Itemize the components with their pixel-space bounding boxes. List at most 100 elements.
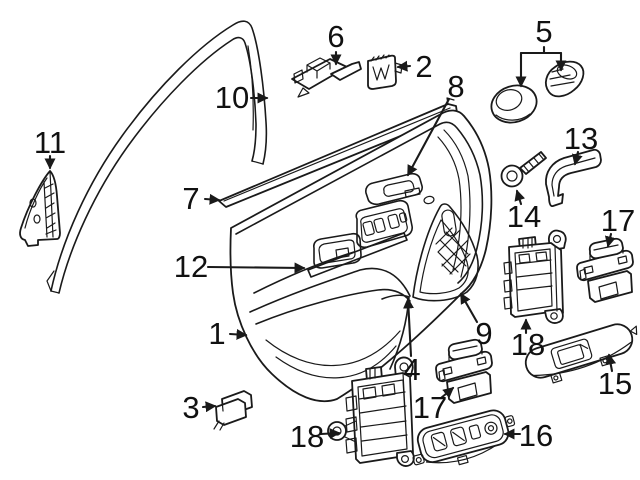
callout-12: 12 (174, 249, 306, 284)
callout-7-label: 7 (182, 181, 199, 216)
master-switch-ear-left (412, 453, 425, 466)
callout-6: 6 (327, 19, 345, 66)
module-bottom-ear-bottom (396, 450, 415, 467)
module-bottom-ear-top-hole (399, 362, 409, 372)
callout-8-label: 8 (447, 69, 464, 104)
module-right-ear-bottom (544, 308, 564, 324)
callout-18-bottom-arrow (319, 428, 341, 440)
clip-13-inner (551, 157, 596, 197)
clip-2-details (370, 54, 403, 81)
callout-10-label: 10 (215, 80, 249, 115)
callout-10: 10 (215, 80, 269, 115)
pull-cup-outline (313, 232, 362, 269)
callout-11-label: 11 (34, 125, 66, 160)
callout-13: 13 (564, 121, 598, 166)
door-handle-details (383, 180, 421, 198)
master-switch-button-1 (430, 431, 448, 452)
callout-1-arrow (228, 328, 248, 340)
window-switch-plate (355, 199, 413, 249)
callout-8: 8 (406, 69, 465, 177)
master-switch-tab-right-hole (506, 418, 513, 424)
callout-17-right-label: 17 (601, 203, 635, 238)
module-right-ear-bottom-hole (550, 312, 558, 320)
speaker-sail-inner (419, 219, 469, 295)
callout-7: 7 (182, 181, 221, 216)
callout-2-arrow (396, 60, 412, 72)
door-pillar-curves (437, 129, 471, 278)
callout-17-right-arrow (604, 232, 616, 248)
master-switch-knob (484, 421, 498, 435)
clip-13-drawing (545, 148, 602, 208)
master-switch-ear-left-hole (415, 457, 422, 464)
callout-9: 9 (459, 292, 493, 351)
clip-3-drawing (213, 390, 253, 431)
module-bottom-details (344, 367, 408, 457)
callout-15-label: 15 (598, 366, 632, 401)
callout-2: 2 (396, 49, 433, 84)
module-bottom-bushing (327, 421, 347, 441)
triangle-trim-hole-2 (33, 214, 41, 224)
callout-14: 14 (507, 189, 541, 234)
clip-6-drawing (291, 57, 362, 98)
grommet-lip (495, 113, 531, 121)
door-handle-bezel (365, 172, 423, 206)
bezel-opening-inner (557, 344, 585, 365)
callout-11: 11 (34, 125, 66, 170)
callout-13-arrow (571, 150, 583, 166)
callout-5-bracket (519, 45, 563, 55)
clip-3-details (213, 398, 225, 431)
callout-18-bottom: 18 (290, 419, 341, 454)
triangle-trim-outline (19, 170, 61, 247)
frame-end-details (46, 45, 264, 294)
module-right-details (503, 237, 558, 312)
callout-13-label: 13 (564, 121, 598, 156)
window-switch-plate-inner (360, 208, 408, 243)
screw-head (500, 164, 524, 188)
callout-5-label: 5 (535, 14, 552, 49)
master-switch-tab-right (504, 415, 516, 428)
clip-3-front (215, 398, 247, 426)
clip-13-outline (545, 148, 602, 208)
callout-6-label: 6 (327, 19, 344, 54)
callout-15-arrow (605, 353, 617, 373)
grommet-inner (495, 89, 523, 111)
callout-4-leader (403, 297, 414, 358)
window-switch-button-2 (373, 217, 386, 233)
door-inner-contour (235, 121, 484, 284)
callout-7-arrow (203, 193, 221, 205)
callout-17-bottom-label: 17 (413, 390, 447, 425)
bezel-tab-hole-1 (553, 375, 559, 381)
callout-5: 5 (515, 14, 567, 88)
callout-16: 16 (503, 418, 553, 453)
callout-16-label: 16 (519, 418, 553, 453)
master-switch-face (422, 414, 504, 459)
frame-inner-edge (58, 36, 257, 294)
screw-threads (523, 153, 545, 173)
callout-3: 3 (182, 390, 217, 425)
window-switch-button-3 (387, 213, 400, 229)
plug-outline (544, 60, 585, 98)
master-switch-tab-bottom (456, 454, 469, 466)
master-switch-knob-center (487, 425, 495, 432)
triangle-trim-hole-1 (29, 198, 37, 208)
callout-2-label: 2 (415, 49, 432, 84)
switch-bezel-15-drawing (524, 323, 638, 384)
pull-cup-details (318, 239, 356, 264)
window-switch-button-1 (362, 220, 375, 236)
callout-17-bottom: 17 (413, 386, 455, 425)
screw-head-center (506, 170, 518, 182)
window-frame-molding-drawing (46, 20, 268, 294)
callout-9-label: 9 (475, 316, 492, 351)
speaker-grille-crosshatch (435, 227, 471, 275)
callout-17-bottom-arrow (439, 386, 455, 400)
callout-4: 4 (403, 297, 421, 387)
callout-12-arrow (206, 262, 306, 274)
callout-12-label: 12 (174, 249, 208, 284)
callout-14-label: 14 (507, 199, 541, 234)
bezel-thickness (532, 341, 632, 377)
callout-17-right: 17 (601, 203, 635, 248)
master-switch-16-drawing (412, 409, 516, 466)
master-switch-button-3 (468, 424, 482, 440)
clip-2-drawing (367, 54, 403, 90)
